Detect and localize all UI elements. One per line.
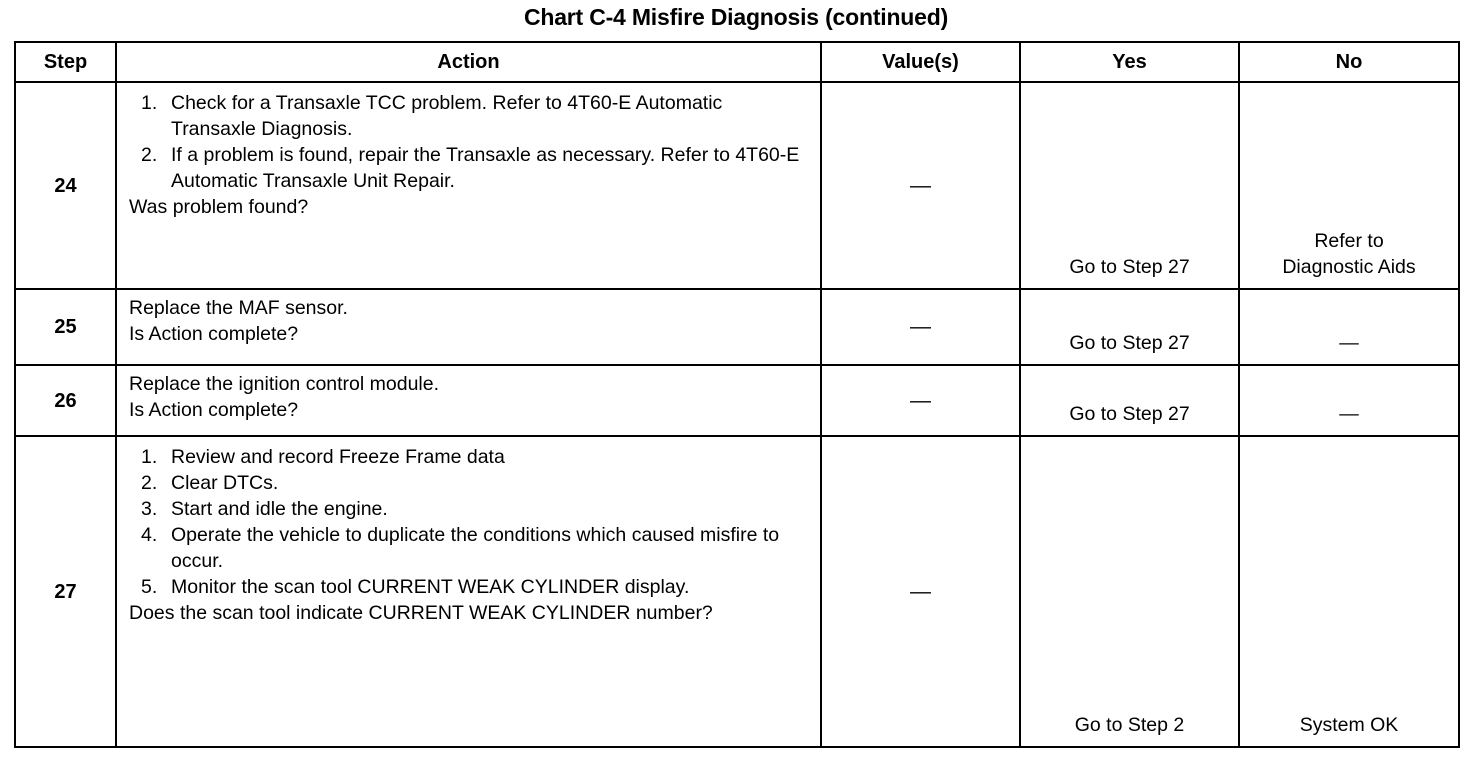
yes-branch-cell: Go to Step 2	[1019, 435, 1240, 748]
action-cell: 1. Review and record Freeze Frame data 2…	[115, 435, 822, 748]
table-header-row: Step Action Value(s) Yes No	[14, 41, 1460, 83]
table-row: 25 Replace the MAF sensor. Is Action com…	[14, 288, 1460, 366]
action-list-item: 2. If a problem is found, repair the Tra…	[129, 142, 810, 194]
column-header-yes: Yes	[1019, 41, 1240, 83]
action-cell: Replace the ignition control module. Is …	[115, 364, 822, 437]
step-number: 27	[14, 435, 117, 748]
action-item-text: Clear DTCs.	[171, 472, 279, 494]
table-row: 26 Replace the ignition control module. …	[14, 364, 1460, 437]
action-item-text: Start and idle the engine.	[171, 498, 388, 520]
value-cell: —	[820, 364, 1021, 437]
action-item-number: 2.	[141, 472, 158, 494]
column-header-value: Value(s)	[820, 41, 1021, 83]
action-question: Is Action complete?	[129, 323, 299, 345]
action-question: Was problem found?	[129, 196, 309, 218]
no-branch-cell: —	[1238, 364, 1460, 437]
action-list-item: 5. Monitor the scan tool CURRENT WEAK CY…	[129, 574, 810, 600]
action-statement: Replace the MAF sensor.	[129, 297, 348, 319]
column-header-step: Step	[14, 41, 117, 83]
yes-branch-cell: Go to Step 27	[1019, 288, 1240, 366]
action-item-number: 1.	[141, 92, 158, 114]
action-cell: Replace the MAF sensor. Is Action comple…	[115, 288, 822, 366]
column-header-action: Action	[115, 41, 822, 83]
action-cell: 1. Check for a Transaxle TCC problem. Re…	[115, 81, 822, 290]
action-item-number: 3.	[141, 498, 158, 520]
action-item-text: If a problem is found, repair the Transa…	[171, 144, 800, 192]
value-cell: —	[820, 435, 1021, 748]
action-list-item: 4. Operate the vehicle to duplicate the …	[129, 522, 810, 574]
value-cell: —	[820, 288, 1021, 366]
action-list-item: 2. Clear DTCs.	[129, 470, 810, 496]
no-branch-cell: System OK	[1238, 435, 1460, 748]
action-list: 1. Review and record Freeze Frame data 2…	[129, 444, 810, 600]
action-list: 1. Check for a Transaxle TCC problem. Re…	[129, 90, 810, 194]
action-list-item: 1. Review and record Freeze Frame data	[129, 444, 810, 470]
action-question: Does the scan tool indicate CURRENT WEAK…	[129, 602, 713, 624]
step-number: 26	[14, 364, 117, 437]
action-item-number: 2.	[141, 144, 158, 166]
table-row: 27 1. Review and record Freeze Frame dat…	[14, 435, 1460, 748]
action-item-text: Review and record Freeze Frame data	[171, 446, 505, 468]
action-list-item: 1. Check for a Transaxle TCC problem. Re…	[129, 90, 810, 142]
action-item-text: Monitor the scan tool CURRENT WEAK CYLIN…	[171, 576, 690, 598]
action-item-number: 1.	[141, 446, 158, 468]
value-text: —	[910, 173, 931, 197]
action-item-number: 4.	[141, 524, 158, 546]
step-number: 25	[14, 288, 117, 366]
value-text: —	[910, 315, 931, 338]
column-header-no: No	[1238, 41, 1460, 83]
action-question: Is Action complete?	[129, 399, 299, 421]
action-statement: Replace the ignition control module.	[129, 373, 440, 395]
page-title: Chart C-4 Misfire Diagnosis (continued)	[523, 4, 949, 30]
no-branch-cell: Refer to Diagnostic Aids	[1238, 81, 1460, 290]
value-cell: —	[820, 81, 1021, 290]
no-branch-cell: —	[1238, 288, 1460, 366]
action-item-text: Check for a Transaxle TCC problem. Refer…	[171, 92, 723, 140]
value-text: —	[910, 579, 931, 603]
action-item-text: Operate the vehicle to duplicate the con…	[171, 524, 780, 572]
yes-branch-cell: Go to Step 27	[1019, 364, 1240, 437]
yes-branch-cell: Go to Step 27	[1019, 81, 1240, 290]
step-number: 24	[14, 81, 117, 290]
diagnostic-chart-table: Step Action Value(s) Yes No 24 1. Check …	[14, 41, 1460, 748]
action-item-number: 5.	[141, 576, 158, 598]
action-list-item: 3. Start and idle the engine.	[129, 496, 810, 522]
value-text: —	[910, 388, 931, 412]
table-row: 24 1. Check for a Transaxle TCC problem.…	[14, 81, 1460, 290]
